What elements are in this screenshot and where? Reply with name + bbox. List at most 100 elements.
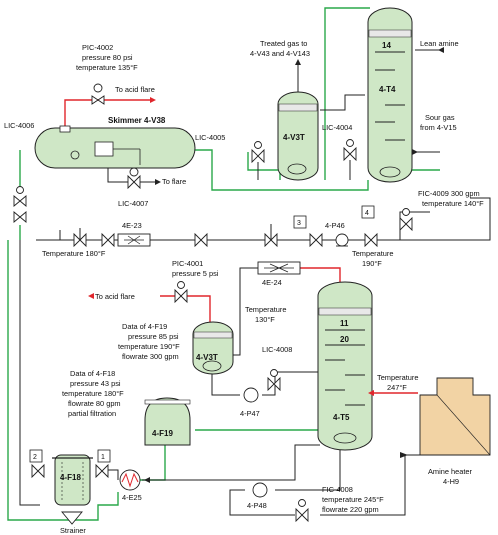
fic4009-branch [399, 211, 430, 240]
v3t-drain-line [247, 152, 281, 180]
lean-amine-feed-line [324, 7, 370, 180]
lic4007-valve[interactable] [127, 167, 141, 190]
v3t-top-vessel [277, 91, 319, 181]
svg-text:2: 2 [33, 454, 37, 461]
f19-data-title: Data of 4-F19 [122, 322, 167, 331]
lic4006-valve[interactable] [13, 186, 27, 223]
f19-data-flowrate: flowrate 300 gpm [122, 352, 179, 361]
f18-outlet [105, 469, 119, 480]
t4-to-skimmer-line [195, 149, 369, 191]
pic4002-label: PIC-4002 [82, 43, 113, 52]
lic4006-label: LIC-4006 [4, 121, 34, 130]
t5-to-e24-red [300, 267, 341, 282]
v3t-low-packing [193, 331, 233, 339]
e25-to-t5-line [142, 444, 320, 481]
p48-pump[interactable] [252, 482, 268, 498]
t5-packing [318, 307, 372, 316]
f18-valves[interactable] [31, 463, 109, 479]
skimmer-top-nozzle [59, 125, 71, 133]
t5-tray-11: 11 [340, 319, 349, 328]
temp247-label: Temperature [377, 373, 419, 382]
header-valves[interactable] [101, 224, 378, 248]
p47-pump[interactable] [243, 387, 259, 403]
e23-label: 4E-23 [122, 221, 142, 230]
to-flare-label: To flare [162, 177, 186, 186]
temp247-value: 247°F [387, 383, 407, 392]
t4-column [367, 7, 413, 183]
pic4001-label: PIC-4001 [172, 259, 203, 268]
p48-label: 4-P48 [247, 501, 267, 510]
temp190-label: Temperature [352, 249, 394, 258]
v3t-top-valve[interactable] [251, 141, 265, 164]
fic4008-flowrate: flowrate 220 gpm [322, 505, 379, 514]
sour-gas-source: from 4-V15 [420, 123, 457, 132]
t4-name-label: 4-T4 [379, 85, 396, 94]
lic4004-valve[interactable] [343, 139, 357, 162]
inst-box-3: 3 [293, 215, 307, 229]
t4-overhead-line [320, 94, 365, 111]
lic4008-label: LIC-4008 [262, 345, 292, 354]
fic4009-label: FIC-4009 300 gpm [418, 189, 480, 198]
f19-label: 4-F19 [152, 429, 173, 438]
p48-return [229, 489, 295, 516]
t5-bottom-line [275, 445, 341, 491]
t5-name-label: 4-T5 [333, 413, 350, 422]
f19-data-temperature: temperature 190°F [118, 342, 180, 351]
fic4009-valve[interactable] [399, 208, 413, 232]
skimmer-acid-flare-line [64, 99, 150, 128]
f18-data-filtration: partial filtration [68, 409, 116, 418]
f18-filter [54, 454, 91, 506]
left-green-return-line [7, 240, 60, 521]
f19-data-pressure: pressure 85 psi [128, 332, 179, 341]
pic4001-valve[interactable] [174, 281, 188, 304]
temp130-value: 130°F [255, 315, 275, 324]
inst-box-2: 2 [29, 449, 43, 463]
svg-text:1: 1 [101, 454, 105, 461]
pic4002-valve[interactable] [91, 83, 105, 105]
temp130-label: Temperature [245, 305, 287, 314]
heater-label: Amine heater [428, 467, 472, 476]
lic4008-valve[interactable] [267, 369, 281, 392]
fic4008-to-heater [320, 454, 420, 516]
v3t-top-packing [278, 103, 318, 112]
acid-flare-label-2: To acid flare [95, 292, 135, 301]
fic4008-label: FIC-4008 [322, 485, 353, 494]
strainer-green [60, 492, 119, 521]
heater-tag: 4-H9 [443, 477, 459, 486]
v3t-bottom-line [211, 372, 240, 396]
p47-label: 4-P47 [240, 409, 260, 418]
strainer-label: Strainer [60, 526, 86, 535]
skimmer-internal [94, 141, 114, 157]
f18-inlet [19, 480, 40, 506]
f18-label: 4-F18 [60, 473, 81, 482]
f18-data-flowrate: flowrate 80 gpm [68, 399, 121, 408]
v3t-low-label: 4-V3T [196, 353, 218, 362]
sour-gas-label: Sour gas [425, 113, 455, 122]
temp190-value: 190°F [362, 259, 382, 268]
lic4005-label: LIC-4005 [195, 133, 225, 142]
v3t-low-vessel [192, 321, 234, 375]
lic4004-label: LIC-4004 [322, 123, 352, 132]
svg-text:3: 3 [297, 220, 301, 227]
pic4001-pressure: pressure 5 psi [172, 269, 219, 278]
skimmer-vessel [34, 127, 196, 169]
pic4002-pressure: pressure 80 psi [82, 53, 133, 62]
fic4009-temp: temperature 140°F [422, 199, 484, 208]
f18-data-temperature: temperature 180°F [62, 389, 124, 398]
amine-heater [419, 377, 491, 456]
temp180-label: Temperature 180°F [42, 249, 106, 258]
f18-data-pressure: pressure 43 psi [70, 379, 121, 388]
p46-pump[interactable] [335, 233, 349, 247]
t4-tray-label: 14 [382, 41, 391, 50]
treated-gas-label: Treated gas to [260, 39, 307, 48]
lic4007-label: LIC-4007 [118, 199, 148, 208]
t4-packing [368, 29, 412, 38]
f18-data-title: Data of 4-F18 [70, 369, 115, 378]
p46-label: 4-P46 [325, 221, 345, 230]
acid-flare-label-1: To acid flare [115, 85, 155, 94]
main-black-header [36, 197, 491, 241]
temp180-valve[interactable] [73, 228, 87, 248]
fic4008-valve[interactable] [295, 499, 309, 523]
f19-to-t5-green [195, 380, 321, 431]
